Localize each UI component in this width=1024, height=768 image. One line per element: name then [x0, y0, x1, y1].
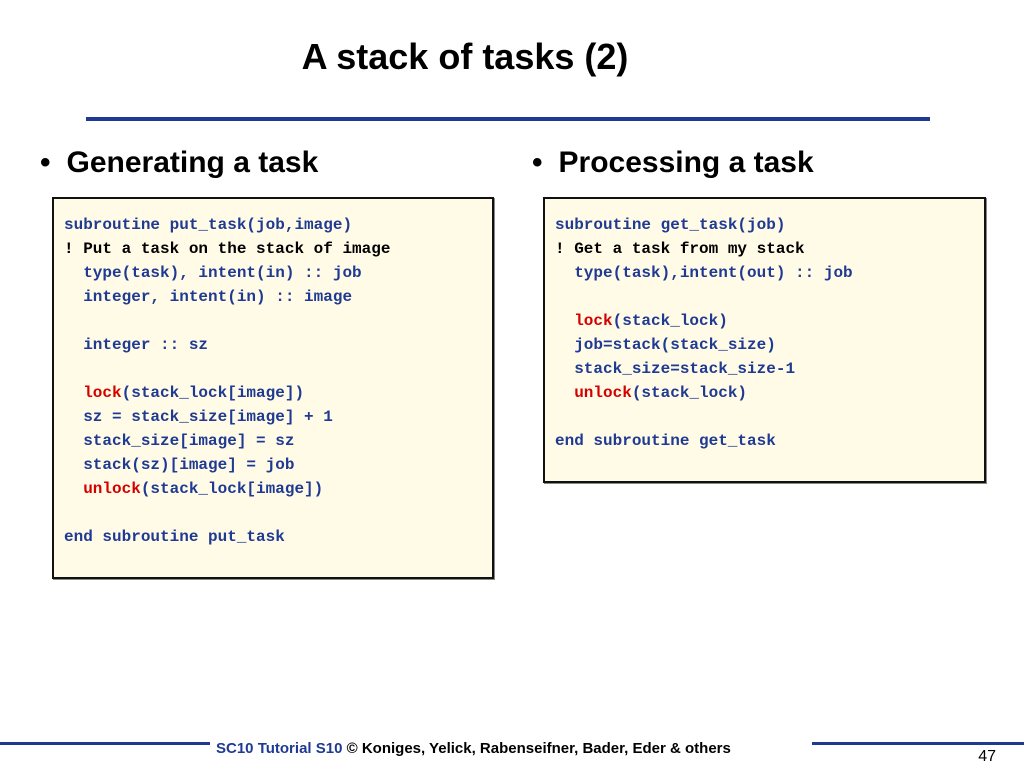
- code-args: (stack_lock): [612, 312, 728, 330]
- lock-keyword: lock: [83, 384, 122, 402]
- code-line-unlock: unlock(stack_lock[image]): [64, 477, 482, 501]
- get-task-code-block: subroutine get_task(job) ! Get a task fro…: [543, 197, 986, 483]
- code-line-lock: lock(stack_lock[image]): [64, 381, 482, 405]
- code-line: type(task), intent(in) :: job: [64, 264, 362, 282]
- code-line: stack_size=stack_size-1: [555, 360, 796, 378]
- bullet-icon: •: [40, 146, 51, 179]
- code-comment: ! Get a task from my stack: [555, 240, 805, 258]
- code-blank-line: [64, 501, 482, 525]
- code-args: (stack_lock[image]): [140, 480, 324, 498]
- footer-authors: © Koniges, Yelick, Rabenseifner, Bader, …: [342, 740, 731, 757]
- footer-rule-right: [812, 742, 1024, 745]
- code-comment: ! Put a task on the stack of image: [64, 240, 391, 258]
- code-indent: [555, 384, 574, 402]
- footer-credits: SC10 Tutorial S10 © Koniges, Yelick, Rab…: [216, 740, 806, 757]
- code-line: integer, intent(in) :: image: [64, 288, 353, 306]
- slide-title: A stack of tasks (2): [301, 36, 629, 77]
- footer-tutorial-name: SC10 Tutorial S10: [216, 740, 343, 757]
- code-line: subroutine get_task(job): [555, 216, 786, 234]
- code-line: end subroutine put_task: [64, 528, 285, 546]
- code-blank-line: [64, 357, 482, 381]
- code-line-unlock: unlock(stack_lock): [555, 381, 974, 405]
- left-column: • Generating a task: [40, 140, 318, 186]
- code-line: integer :: sz: [64, 336, 209, 354]
- put-task-code-block: subroutine put_task(job,image) ! Put a ta…: [52, 197, 494, 579]
- code-indent: [64, 384, 83, 402]
- code-indent: [64, 480, 83, 498]
- code-line: stack_size[image] = sz: [64, 432, 295, 450]
- code-blank-line: [64, 309, 482, 333]
- right-heading: Processing a task: [558, 146, 814, 179]
- unlock-keyword: unlock: [574, 384, 632, 402]
- right-column: • Processing a task: [532, 140, 814, 186]
- code-args: (stack_lock): [631, 384, 748, 402]
- code-blank-line: [555, 285, 974, 309]
- left-heading: Generating a task: [66, 146, 319, 179]
- page-number: 47: [978, 748, 996, 765]
- unlock-keyword: unlock: [83, 480, 141, 498]
- code-line-lock: lock(stack_lock): [555, 309, 974, 333]
- code-blank-line: [555, 405, 974, 429]
- code-line: sz = stack_size[image] + 1: [64, 408, 333, 426]
- code-line: job=stack(stack_size): [555, 336, 776, 354]
- code-line: subroutine put_task(job,image): [64, 216, 353, 234]
- code-line: type(task),intent(out) :: job: [555, 264, 853, 282]
- bullet-icon: •: [532, 146, 543, 179]
- code-line: stack(sz)[image] = job: [64, 456, 295, 474]
- title-divider: [86, 117, 930, 121]
- code-line: end subroutine get_task: [555, 432, 776, 450]
- code-indent: [555, 312, 574, 330]
- code-args: (stack_lock[image]): [121, 384, 305, 402]
- lock-keyword: lock: [574, 312, 613, 330]
- footer-rule-left: [0, 742, 210, 745]
- left-bullet-row: • Generating a task: [40, 140, 318, 186]
- right-bullet-row: • Processing a task: [532, 140, 814, 186]
